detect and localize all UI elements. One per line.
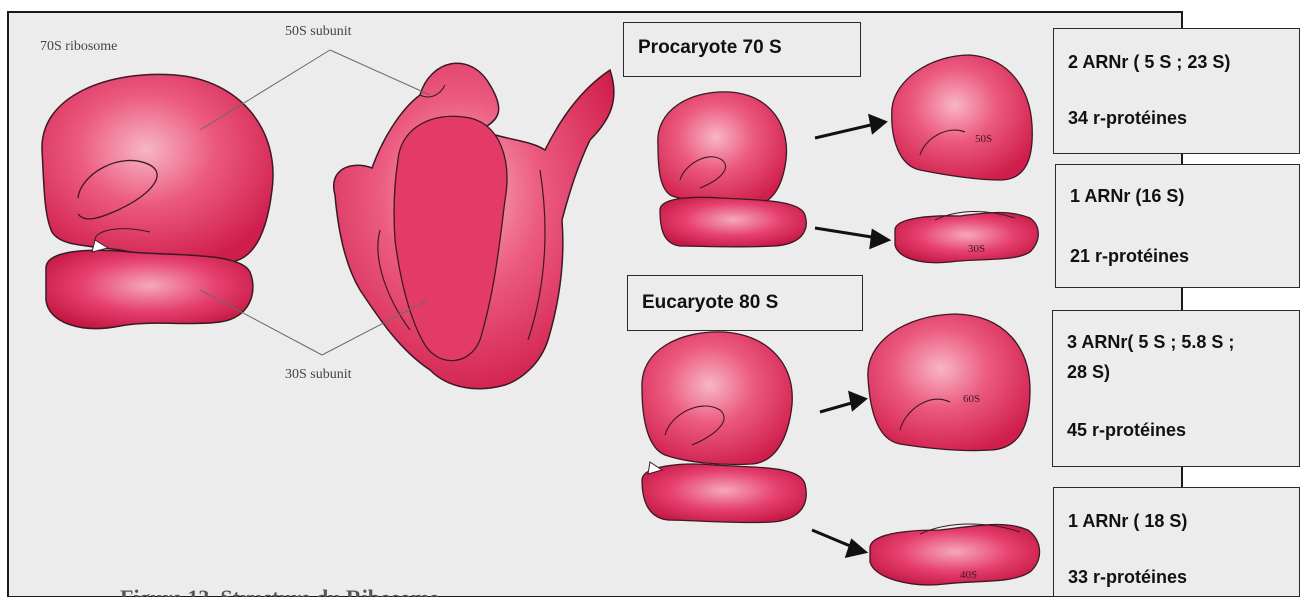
eucaryote-60s-proteins: 45 r-protéines bbox=[1067, 419, 1293, 441]
eucaryote-40s-proteins: 33 r-protéines bbox=[1068, 566, 1293, 588]
procaryote-50s-label: 50S bbox=[975, 133, 992, 145]
label-30s-subunit: 30S subunit bbox=[285, 367, 352, 382]
eucaryote-40s-label: 40S bbox=[960, 569, 977, 581]
eucaryote-title: Eucaryote 80 S bbox=[642, 292, 856, 314]
procaryote-30s-subunit-illustration bbox=[895, 212, 1038, 263]
eucaryote-40s-info-box: 1 ARNr ( 18 S) 33 r-protéines bbox=[1053, 487, 1300, 597]
eucaryote-60s-rrna-line1: 3 ARNr( 5 S ; 5.8 S ; bbox=[1067, 331, 1293, 353]
procaryote-title-box: Procaryote 70 S bbox=[623, 22, 861, 77]
label-70s-ribosome: 70S ribosome bbox=[40, 39, 117, 54]
procaryote-title: Procaryote 70 S bbox=[638, 37, 854, 59]
procaryote-50s-rrna: 2 ARNr ( 5 S ; 23 S) bbox=[1068, 51, 1293, 73]
label-50s-subunit: 50S subunit bbox=[285, 24, 352, 39]
procaryote-30s-info-box: 1 ARNr (16 S) 21 r-protéines bbox=[1055, 164, 1300, 288]
procaryote-30s-proteins: 21 r-protéines bbox=[1070, 245, 1293, 267]
eucaryote-40s-rrna: 1 ARNr ( 18 S) bbox=[1068, 510, 1293, 532]
procaryote-30s-rrna: 1 ARNr (16 S) bbox=[1070, 185, 1293, 207]
eucaryote-60s-subunit-illustration bbox=[868, 314, 1030, 451]
eucaryote-60s-label: 60S bbox=[963, 393, 980, 405]
procaryote-50s-proteins: 34 r-protéines bbox=[1068, 107, 1293, 129]
procaryote-50s-info-box: 2 ARNr ( 5 S ; 23 S) 34 r-protéines bbox=[1053, 28, 1300, 154]
eucaryote-60s-info-box: 3 ARNr( 5 S ; 5.8 S ; 28 S) 45 r-protéin… bbox=[1052, 310, 1300, 467]
eucaryote-40s-subunit-illustration bbox=[870, 524, 1040, 585]
procaryote-50s-subunit-illustration bbox=[892, 55, 1033, 180]
eucaryote-title-box: Eucaryote 80 S bbox=[627, 275, 863, 331]
eucaryote-whole-ribosome-illustration bbox=[642, 332, 806, 523]
figure-caption-partial: Figure 13. Structure du Ribosome bbox=[120, 585, 439, 597]
eucaryote-60s-rrna-line2: 28 S) bbox=[1067, 361, 1293, 383]
procaryote-30s-label: 30S bbox=[968, 243, 985, 255]
ribosome-70s-illustration bbox=[42, 74, 273, 328]
